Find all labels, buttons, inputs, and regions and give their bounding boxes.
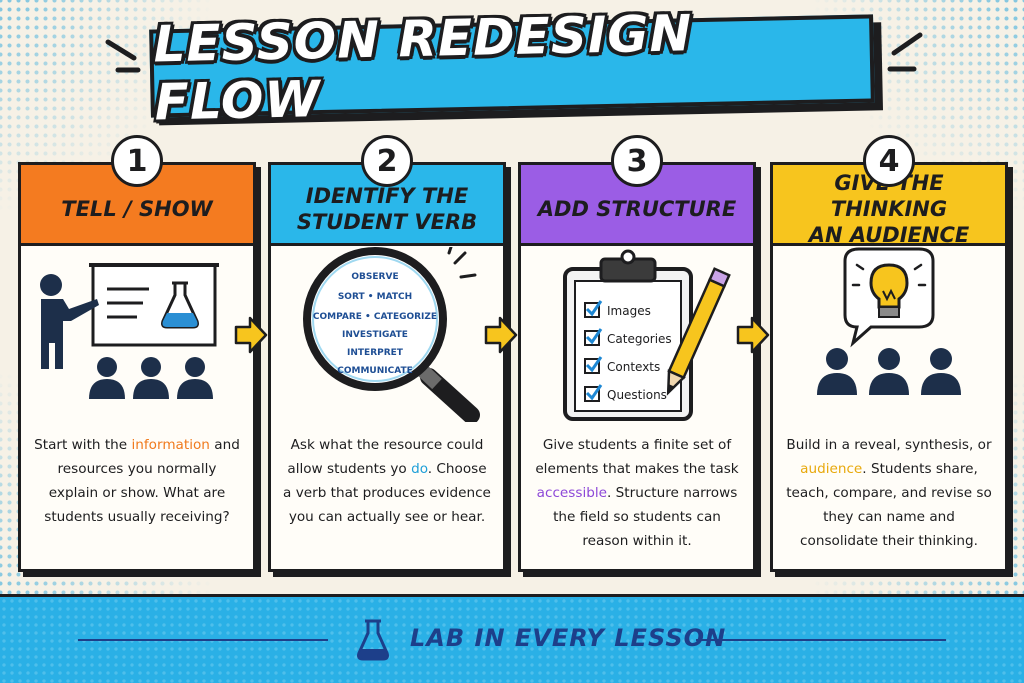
step-number-badge: 4 — [863, 135, 915, 187]
footer-divider — [78, 639, 328, 641]
step-header: TELL / SHOW — [21, 165, 253, 246]
desc-text: Ask what the resource could allow studen… — [287, 437, 484, 477]
step-title: ADD STRUCTURE — [537, 197, 737, 221]
step-description: Ask what the resource could allow studen… — [283, 433, 491, 529]
verb-label: COMPARE • CATEGORIZE — [313, 312, 437, 322]
step-title-line: STUDENT VERB — [296, 210, 478, 234]
step-title-line: AN AUDIENCE — [808, 223, 970, 247]
lightbulb-audience-icon — [817, 247, 961, 395]
checklist-item: Contexts — [607, 360, 660, 374]
footer-label: LAB IN EVERY LESSON — [410, 624, 727, 652]
checklist-item: Images — [607, 304, 651, 318]
flask-icon — [357, 619, 389, 661]
arrow-right-icon — [234, 316, 268, 354]
desc-highlight: do — [411, 461, 428, 477]
title-banner: LESSON REDESIGN FLOW — [149, 4, 884, 131]
step-title: TELL / SHOW — [61, 197, 213, 221]
checklist-item: Categories — [607, 332, 672, 346]
step-card-3: 3 ADD STRUCTURE Images Categories Contex… — [518, 135, 756, 572]
desc-text: . Structure narrows the field so student… — [553, 485, 738, 549]
magnifying-glass-icon: OBSERVE SORT • MATCH COMPARE • CATEGORIZ… — [303, 247, 480, 422]
checkbox-icon — [584, 300, 603, 402]
footer-divider — [696, 639, 946, 641]
desc-highlight: information — [131, 437, 210, 453]
step-number-badge: 1 — [111, 135, 163, 187]
step-title-line: IDENTIFY THE — [305, 184, 469, 208]
arrow-right-icon — [736, 316, 770, 354]
step-number-badge: 2 — [361, 135, 413, 187]
desc-text: Give students a finite set of elements t… — [535, 437, 739, 477]
lightbulb-icon — [851, 263, 927, 318]
desc-text: Start with the — [34, 437, 132, 453]
desc-text: . Choose a verb that produces evidence y… — [283, 461, 491, 525]
teacher-presenting-icon — [40, 263, 219, 399]
desc-text: and resources you normally explain or sh… — [44, 437, 240, 525]
verb-label: SORT • MATCH — [338, 292, 412, 302]
verb-label: INVESTIGATE — [342, 330, 408, 340]
desc-text: Build in a reveal, synthesis, or — [786, 437, 992, 453]
step-description: Start with the information and resources… — [33, 433, 241, 529]
burst-lines-icon — [105, 39, 141, 73]
verb-label: OBSERVE — [351, 272, 398, 282]
desc-highlight: audience — [800, 461, 863, 477]
pencil-icon — [666, 267, 731, 396]
step-card-1: 1 TELL / SHOW Start with the information… — [18, 135, 256, 572]
arrow-right-icon — [484, 316, 518, 354]
verb-label: INTERPRET — [347, 348, 404, 358]
burst-lines-icon — [887, 32, 923, 72]
desc-highlight: accessible — [536, 485, 608, 501]
step-description: Build in a reveal, synthesis, or audienc… — [785, 433, 993, 553]
checklist-item: Questions — [607, 388, 667, 402]
step-number-badge: 3 — [611, 135, 663, 187]
desc-text: . Students share, teach, compare, and re… — [786, 461, 992, 549]
verb-label: COMMUNICATE — [337, 366, 413, 376]
step-description: Give students a finite set of elements t… — [533, 433, 741, 553]
page-title: LESSON REDESIGN FLOW — [152, 4, 693, 132]
clipboard-checklist-icon: Images Categories Contexts Questions — [563, 249, 731, 421]
footer-banner: LAB IN EVERY LESSON — [0, 594, 1024, 683]
